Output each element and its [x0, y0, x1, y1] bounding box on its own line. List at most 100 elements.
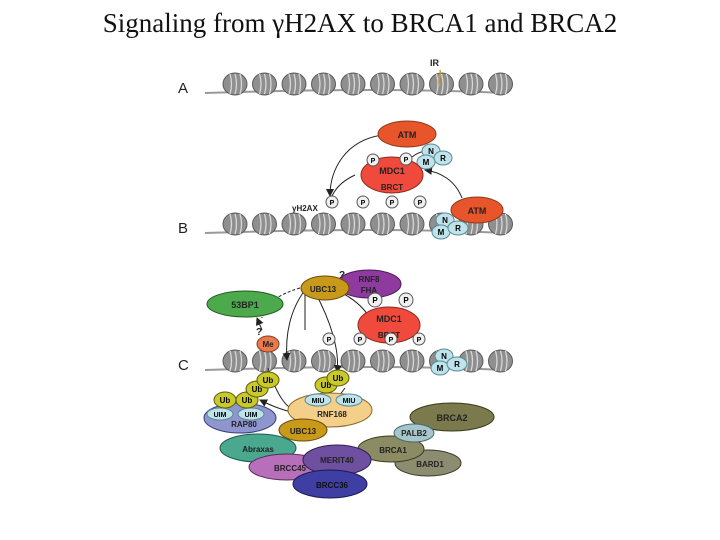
svg-text:UBC13: UBC13 [310, 285, 337, 294]
panel-label-a: A [178, 80, 188, 97]
svg-text:N: N [428, 147, 434, 156]
nucleosome [458, 72, 484, 96]
svg-text:P: P [390, 200, 395, 207]
svg-text:N: N [442, 216, 448, 225]
arrow-atm-to-h2ax [326, 134, 384, 197]
ir-bolt-icon [437, 69, 442, 87]
svg-text:RAP80: RAP80 [231, 420, 257, 429]
p-mdc1-b-2 [399, 152, 413, 166]
svg-text:BRCA1: BRCA1 [379, 446, 407, 455]
svg-text:BRCC36: BRCC36 [316, 481, 349, 490]
svg-text:P: P [372, 296, 378, 305]
nucleosome [488, 72, 513, 96]
svg-text:BRCT: BRCT [381, 183, 403, 192]
svg-text:M: M [423, 158, 430, 167]
nucleosome [222, 212, 248, 236]
p-mdc1-c-2 [398, 292, 414, 308]
arrow-me-to-53bp1 [256, 317, 264, 331]
svg-text:53BP1: 53BP1 [231, 300, 259, 310]
nucleosome [399, 212, 425, 236]
panel-label-c: C [178, 357, 189, 374]
nucleosome [311, 72, 336, 96]
nucleosome [399, 72, 425, 96]
svg-text:Ub: Ub [333, 374, 344, 383]
ubc13-c [300, 275, 350, 301]
nucleosome [340, 212, 366, 236]
brca2 [409, 402, 495, 432]
mrn-m-top [416, 154, 436, 170]
svg-text:P: P [389, 337, 394, 344]
miu-2 [335, 393, 363, 407]
nucleosome [488, 349, 513, 373]
svg-text:Me: Me [262, 340, 274, 349]
atm-top-label: ATM [398, 130, 417, 140]
mrn-r-b [447, 220, 469, 236]
svg-text:BARD1: BARD1 [416, 460, 444, 469]
nucleosome [311, 349, 336, 373]
palb2 [393, 423, 435, 443]
svg-text:MERIT40: MERIT40 [320, 456, 354, 465]
question-mark-2: ? [256, 327, 262, 338]
svg-text:MDC1: MDC1 [376, 314, 402, 324]
svg-text:P: P [361, 200, 366, 207]
p-h2ax-b-3 [385, 195, 399, 209]
nucleosome [222, 349, 248, 373]
svg-text:P: P [371, 158, 376, 165]
p-h2ax-c-3 [384, 332, 398, 346]
nucleosome [370, 349, 395, 373]
svg-text:Ub: Ub [321, 381, 332, 390]
nucleosome [252, 349, 277, 373]
svg-text:Abraxas: Abraxas [242, 445, 274, 454]
chromatin-strand-a [204, 72, 513, 96]
p-h2ax-b-4 [413, 195, 427, 209]
svg-text:MIU: MIU [312, 398, 325, 405]
svg-text:R: R [440, 154, 446, 163]
svg-text:P: P [403, 296, 409, 305]
svg-text:P: P [327, 337, 332, 344]
question-mark-1: ? [339, 270, 345, 281]
mrn-r-c [446, 356, 468, 372]
arrow-mdc1-to-h2ax [331, 174, 356, 197]
arrow-ubc13-to-h2ax [282, 289, 306, 361]
nucleosome [222, 72, 248, 96]
methyl-mark [256, 335, 280, 353]
miu-1 [304, 393, 332, 407]
arrow-atm-to-mdc1 [424, 166, 463, 199]
uim-1 [206, 407, 234, 421]
p-mdc1-b-1 [366, 153, 380, 167]
page-title: Signaling from γH2AX to BRCA1 and BRCA2 [102, 8, 618, 38]
ub-r2 [326, 369, 350, 387]
p-h2ax-c-2 [353, 332, 367, 346]
svg-text:UBC13: UBC13 [290, 427, 317, 436]
p-h2ax-c-4 [412, 332, 426, 346]
svg-text:FHA: FHA [361, 286, 378, 295]
svg-text:P: P [417, 337, 422, 344]
nucleosome [252, 212, 277, 236]
svg-text:MDC1: MDC1 [379, 166, 405, 176]
p-h2ax-b-1 [325, 195, 339, 209]
svg-text:P: P [330, 200, 335, 207]
svg-text:P: P [404, 157, 409, 164]
atm-top [377, 120, 437, 148]
ub-l4 [256, 371, 280, 389]
svg-text:R: R [454, 360, 460, 369]
nucleosome [429, 72, 454, 96]
svg-text:N: N [441, 352, 447, 361]
nucleosome [370, 212, 395, 236]
svg-text:BRCA2: BRCA2 [436, 413, 467, 423]
nucleosome [281, 212, 307, 236]
svg-text:UIM: UIM [245, 412, 258, 419]
uim-2 [237, 407, 265, 421]
svg-text:M: M [438, 228, 445, 237]
svg-text:Ub: Ub [220, 396, 231, 405]
panel-label-b: B [178, 220, 188, 237]
mdc1-b [360, 156, 424, 194]
nucleosome [340, 349, 366, 373]
svg-text:PALB2: PALB2 [401, 429, 427, 438]
ubc13-bottom [278, 418, 328, 442]
nucleosome [370, 72, 395, 96]
nucleosome [311, 212, 336, 236]
svg-text:RNF8: RNF8 [359, 275, 380, 284]
svg-text:ATM: ATM [468, 206, 487, 216]
